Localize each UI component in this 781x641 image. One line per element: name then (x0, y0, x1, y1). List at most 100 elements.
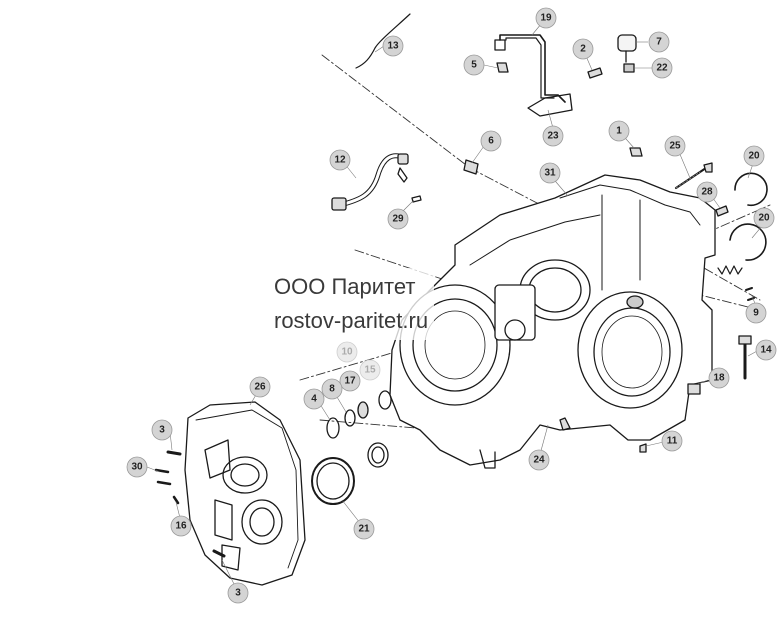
callout-bubble (753, 207, 775, 229)
callout-number: 30 (131, 462, 143, 473)
watermark-website: rostov-paritet.ru (274, 308, 429, 333)
part-callout-13: 13 (382, 35, 404, 57)
part-callout-21: 21 (353, 518, 375, 540)
part-callout-7: 7 (648, 31, 670, 53)
callout-number: 14 (760, 345, 772, 356)
part-callout-3: 3 (227, 582, 249, 604)
callout-bubble (151, 419, 173, 441)
callout-bubble (336, 341, 358, 363)
callout-number: 22 (656, 63, 668, 74)
callout-bubble (387, 208, 409, 230)
callout-number: 18 (713, 373, 725, 384)
callout-bubble (382, 35, 404, 57)
callout-bubble (572, 38, 594, 60)
callout-bubble (608, 120, 630, 142)
callout-number: 3 (235, 588, 241, 599)
callout-number: 17 (344, 376, 356, 387)
callout-bubble (535, 7, 557, 29)
transmission-housing-31 (389, 174, 716, 469)
callout-bubble (648, 31, 670, 53)
callout-number: 19 (540, 13, 552, 24)
callout-bubble (743, 145, 765, 167)
callout-number: 9 (753, 308, 759, 319)
callout-bubble (661, 430, 683, 452)
callout-bubble (359, 359, 381, 381)
callout-number: 31 (544, 168, 556, 179)
callout-number: 8 (329, 384, 335, 395)
part-callout-15: 15 (359, 359, 381, 381)
callout-number: 23 (547, 131, 559, 142)
part-callout-14: 14 (755, 339, 777, 361)
callout-bubble (528, 449, 550, 471)
callout-number: 21 (358, 524, 370, 535)
callout-bubble (321, 378, 343, 400)
part-callout-11: 11 (661, 430, 683, 452)
callout-bubble (329, 149, 351, 171)
callout-number: 24 (533, 455, 545, 466)
callout-bubble (708, 367, 730, 389)
callout-number: 5 (471, 60, 477, 71)
part-callout-18: 18 (708, 367, 730, 389)
part-callout-8: 8 (321, 378, 343, 400)
callout-number: 6 (488, 136, 494, 147)
part-callout-4: 4 (303, 388, 325, 410)
callout-bubble (339, 370, 361, 392)
part-callout-28: 28 (696, 181, 718, 203)
callout-bubble (480, 130, 502, 152)
callout-number: 20 (748, 151, 760, 162)
part-callout-12: 12 (329, 149, 351, 171)
callout-bubble (542, 125, 564, 147)
part-callout-29: 29 (387, 208, 409, 230)
callout-number: 26 (254, 382, 266, 393)
watermark-company: ООО Паритет (274, 274, 416, 299)
part-callout-31: 31 (539, 162, 561, 184)
part-callout-6: 6 (480, 130, 502, 152)
callout-number: 25 (669, 141, 681, 152)
callout-bubble (463, 54, 485, 76)
callout-number: 15 (364, 365, 376, 376)
part-callout-10: 10 (336, 341, 358, 363)
callout-number: 13 (387, 41, 399, 52)
callout-number: 29 (392, 214, 404, 225)
callout-bubble (745, 302, 767, 324)
part-callout-20: 20 (743, 145, 765, 167)
callout-bubble (303, 388, 325, 410)
callout-bubble (170, 515, 192, 537)
part-callout-1: 1 (608, 120, 630, 142)
callout-number: 11 (667, 436, 678, 447)
callout-bubble (651, 57, 673, 79)
callout-bubble (755, 339, 777, 361)
part-callout-17: 17 (339, 370, 361, 392)
callout-bubble (353, 518, 375, 540)
callout-bubble (664, 135, 686, 157)
part-callout-19: 19 (535, 7, 557, 29)
part-callout-16: 16 (170, 515, 192, 537)
part-callout-25: 25 (664, 135, 686, 157)
watermark-text: ООО Паритет rostov-paritet.ru (268, 268, 435, 340)
callout-number: 12 (334, 155, 346, 166)
callout-number: 7 (656, 37, 662, 48)
tube-19 (499, 34, 566, 103)
part-callout-30: 30 (126, 456, 148, 478)
part-callout-3: 3 (151, 419, 173, 441)
callout-number: 16 (175, 521, 187, 532)
part-callout-24: 24 (528, 449, 550, 471)
part-callout-23: 23 (542, 125, 564, 147)
callout-number: 20 (758, 213, 770, 224)
callout-number: 2 (580, 44, 586, 55)
callout-bubble (227, 582, 249, 604)
callout-number: 4 (311, 394, 317, 405)
part-callout-2: 2 (572, 38, 594, 60)
callout-bubble (126, 456, 148, 478)
part-callout-9: 9 (745, 302, 767, 324)
callout-number: 3 (159, 425, 165, 436)
callout-number: 10 (341, 347, 353, 358)
part-callout-5: 5 (463, 54, 485, 76)
cable-13 (355, 13, 411, 69)
part-callout-22: 22 (651, 57, 673, 79)
part-callout-26: 26 (249, 376, 271, 398)
callout-number: 1 (616, 126, 622, 137)
callout-number: 28 (701, 187, 713, 198)
